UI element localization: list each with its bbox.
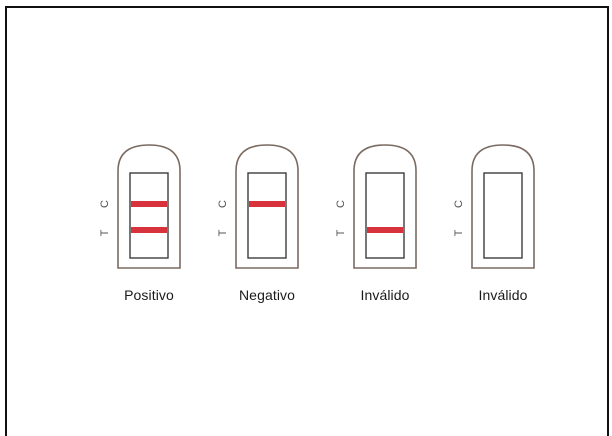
control-mark: C — [99, 200, 111, 208]
test-mark: T — [217, 229, 229, 236]
result-caption: Inválido — [478, 287, 528, 303]
test-cassette: CT — [453, 144, 535, 269]
result-caption: Inválido — [360, 287, 410, 303]
test-mark: T — [453, 229, 465, 236]
result-window — [129, 172, 169, 259]
test-cassette: CT — [335, 144, 417, 269]
result-window — [247, 172, 287, 259]
control-mark: C — [335, 200, 347, 208]
control-line — [131, 201, 167, 207]
result-caption: Positivo — [124, 287, 174, 303]
test-line — [131, 227, 167, 233]
test-cassette: CT — [217, 144, 299, 269]
result-window — [483, 172, 523, 259]
control-mark: C — [217, 200, 229, 208]
test-cassette: CT — [99, 144, 181, 269]
result-caption: Negativo — [238, 287, 296, 303]
test-mark: T — [335, 229, 347, 236]
result-window — [365, 172, 405, 259]
test-line — [367, 227, 403, 233]
test-mark: T — [99, 229, 111, 236]
control-mark: C — [453, 200, 465, 208]
control-line — [249, 201, 285, 207]
